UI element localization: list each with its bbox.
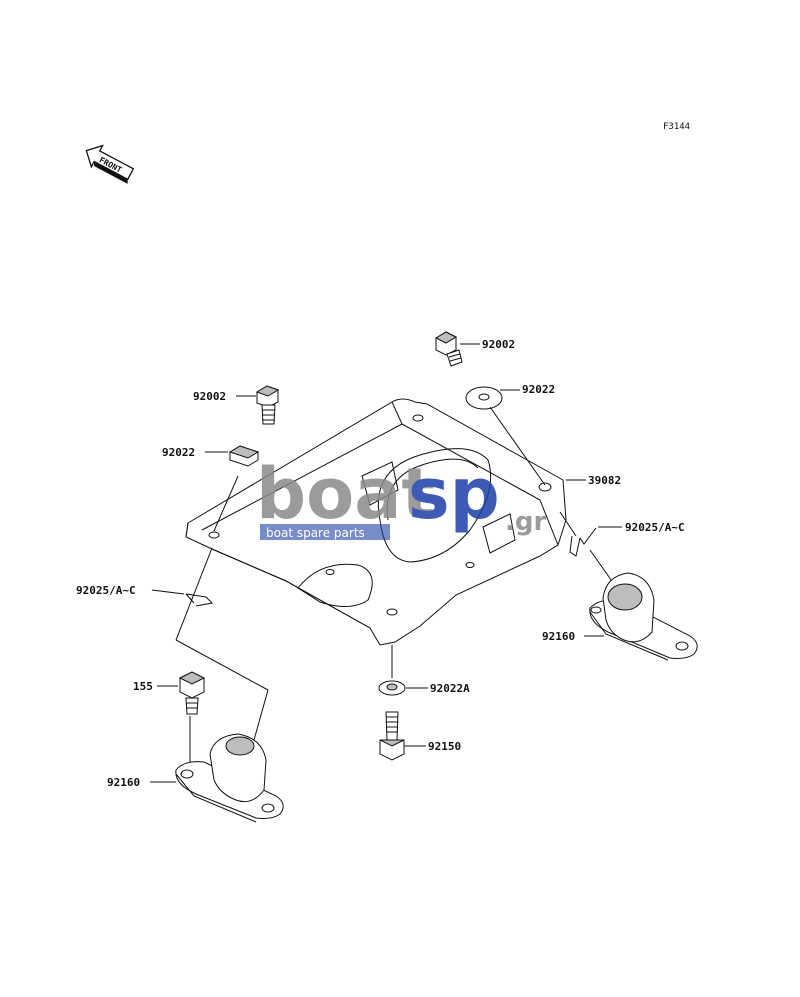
label-92160-left: 92160: [107, 776, 140, 789]
clip-92025-left: [185, 593, 214, 607]
label-92022-right: 92022: [522, 383, 555, 396]
engine-mount-92160-right: [589, 572, 698, 661]
watermark-suffix: .gr: [505, 507, 546, 537]
label-92150: 92150: [428, 740, 461, 753]
bolt-92150: [379, 711, 405, 761]
label-39082: 39082: [588, 474, 621, 487]
label-155: 155: [133, 680, 153, 693]
bolt-155: [178, 671, 206, 715]
figure-code: F3144: [663, 122, 690, 132]
bolt-92002-left: [255, 385, 280, 425]
front-arrow-icon: FRONT: [85, 144, 135, 184]
bolt-92002-right: [434, 331, 463, 367]
label-92022a: 92022A: [430, 682, 470, 695]
engine-bracket: [185, 398, 567, 646]
watermark-word-boat: boat: [256, 453, 435, 535]
washer-92022a: [378, 680, 406, 696]
label-92002-right: 92002: [482, 338, 515, 351]
washer-92022-left: [228, 445, 260, 467]
label-92025-right: 92025/A~C: [625, 521, 685, 534]
label-92160-right: 92160: [542, 630, 575, 643]
clip-92025-right: [569, 527, 597, 557]
washer-92022-right: [465, 386, 503, 410]
watermark-tagline: boat spare parts: [266, 526, 365, 540]
label-92025-left: 92025/A~C: [76, 584, 136, 597]
boatsp-watermark: boat sp .gr boat spare parts: [256, 453, 546, 540]
label-92022-left: 92022: [162, 446, 195, 459]
watermark-tagline-bar: [260, 524, 390, 540]
label-92002-left: 92002: [193, 390, 226, 403]
engine-mount-92160-left: [175, 733, 284, 823]
watermark-word-sp: sp: [408, 453, 500, 535]
